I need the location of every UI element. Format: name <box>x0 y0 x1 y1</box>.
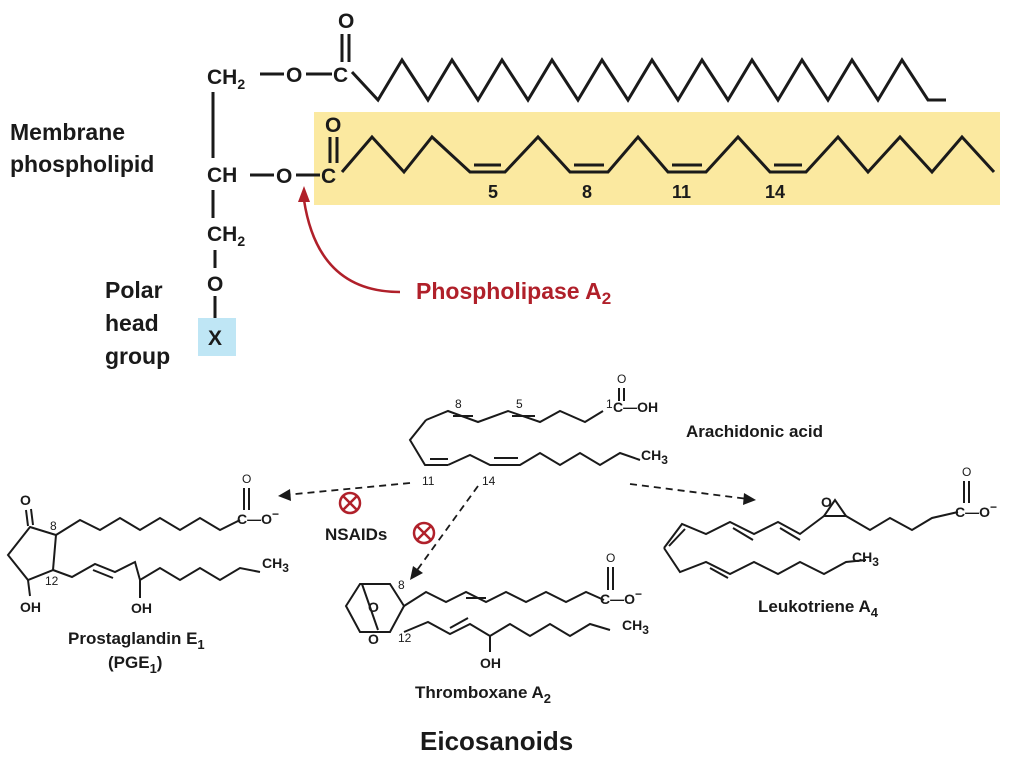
ester2-carbonyl-o: O <box>325 114 341 137</box>
lt-db-11 <box>709 567 729 579</box>
aa-c14: 14 <box>482 474 496 488</box>
lt-db-14 <box>668 528 686 547</box>
pge1-name-line1: Prostaglandin E1 <box>68 629 205 652</box>
arrow-to-pge1 <box>284 482 411 496</box>
phospholipase-arrow <box>302 199 401 294</box>
ch2-bottom: CH2 <box>207 223 245 249</box>
aa-ch3: CH3 <box>641 447 668 467</box>
tx-ring-o: O <box>368 631 379 647</box>
tx-c8: 8 <box>398 578 405 592</box>
db-label-5: 5 <box>488 182 498 202</box>
pge1-ring-oh: OH <box>20 599 41 615</box>
aa-lower-chain <box>447 451 641 467</box>
pge1-carbonyl-o: O <box>242 472 251 486</box>
arrow-to-thromboxane <box>414 485 479 574</box>
tx-oh: OH <box>480 655 501 671</box>
pge1-ch3: CH3 <box>262 555 289 575</box>
pge1-lower-chain <box>52 560 261 582</box>
tx-db-13 <box>449 617 469 629</box>
lt-upper-chain <box>663 515 825 549</box>
aa-carbonyl-o: O <box>617 372 626 386</box>
pge1-db-13 <box>92 569 114 579</box>
tx-ring <box>344 583 406 633</box>
ester1-carbon: C <box>333 64 348 87</box>
saturated-chain <box>350 57 946 103</box>
membrane-label-line2: phospholipid <box>10 151 154 177</box>
lt-ch3: CH3 <box>852 549 879 569</box>
pge1-upper-chain <box>55 516 241 536</box>
aa-c8: 8 <box>455 397 462 411</box>
pge1-name-line2: (PGE1) <box>108 653 162 676</box>
arachidonyl-chain <box>340 134 996 175</box>
pge1-keto-o: O <box>20 492 31 508</box>
x-group-box <box>198 318 236 356</box>
pge1-oh-bond <box>27 579 31 597</box>
aa-c5: 5 <box>516 397 523 411</box>
db-label-14: 14 <box>765 182 785 202</box>
ester2-carbon: C <box>321 165 336 188</box>
ch-middle: CH <box>207 164 237 187</box>
tx-upper-chain <box>403 590 605 607</box>
ester1-oxygen: O <box>286 64 302 87</box>
lt-epoxide-o: O <box>821 494 832 510</box>
x-group-label: X <box>208 327 222 350</box>
aa-c11: 11 <box>422 474 435 488</box>
aa-loop <box>408 419 448 466</box>
pge1-keto-bond-2 <box>30 508 34 526</box>
nsaids-label: NSAIDs <box>325 525 387 544</box>
eicosanoids-title: Eicosanoids <box>420 726 573 756</box>
lt-db-7 <box>779 527 801 541</box>
pge1-coo: C—O− <box>237 507 279 527</box>
tx-bridge-o: O <box>368 599 379 615</box>
ester2-oxygen: O <box>276 165 292 188</box>
lt-name: Leukotriene A4 <box>758 597 879 620</box>
pge1-c12: 12 <box>45 574 59 588</box>
polar-label-line1: Polar <box>105 277 163 303</box>
pge1-keto-bond-1 <box>25 509 29 527</box>
lt-db-9 <box>732 527 754 541</box>
membrane-label-line1: Membrane <box>10 119 125 145</box>
lt-coo: C—O− <box>955 500 997 520</box>
polar-label-line3: group <box>105 343 170 369</box>
nsaid-block-symbol-1 <box>338 491 362 515</box>
ester1-carbonyl-o: O <box>338 10 354 33</box>
lt-carbonyl-o: O <box>962 465 971 479</box>
phospholipase-arrowhead <box>298 186 310 202</box>
lt-tail <box>845 511 959 532</box>
tx-coo: C—O− <box>600 587 642 607</box>
tx-carbonyl-o: O <box>606 551 615 565</box>
aa-cooh: C—OH <box>613 399 658 415</box>
db-label-11: 11 <box>672 182 691 202</box>
aa-c1: 1 <box>606 397 613 411</box>
pge1-c8: 8 <box>50 519 57 533</box>
aa-name: Arachidonic acid <box>686 422 823 441</box>
ch2-top: CH2 <box>207 66 245 92</box>
arrow-to-leukotriene <box>629 483 749 500</box>
tx-ch3: CH3 <box>622 617 649 637</box>
arrowhead-pge1 <box>278 489 291 501</box>
lt-epoxide <box>822 498 848 517</box>
tx-bridge <box>361 583 379 631</box>
db-label-8: 8 <box>582 182 592 202</box>
polar-label-line2: head <box>105 310 159 336</box>
pge1-ring <box>6 525 58 582</box>
phospholipase-label: Phospholipase A2 <box>416 278 611 308</box>
nsaid-block-symbol-2 <box>412 521 436 545</box>
pge1-chain-oh: OH <box>131 600 152 616</box>
arrowhead-leukotriene <box>743 493 756 505</box>
oxygen-phosphate: O <box>207 273 223 296</box>
tx-c12: 12 <box>398 631 412 645</box>
lt-lower-chain <box>663 547 867 576</box>
tx-name: Thromboxane A2 <box>415 683 551 706</box>
arrowhead-thromboxane <box>410 566 423 580</box>
tx-lower-chain <box>403 620 611 638</box>
